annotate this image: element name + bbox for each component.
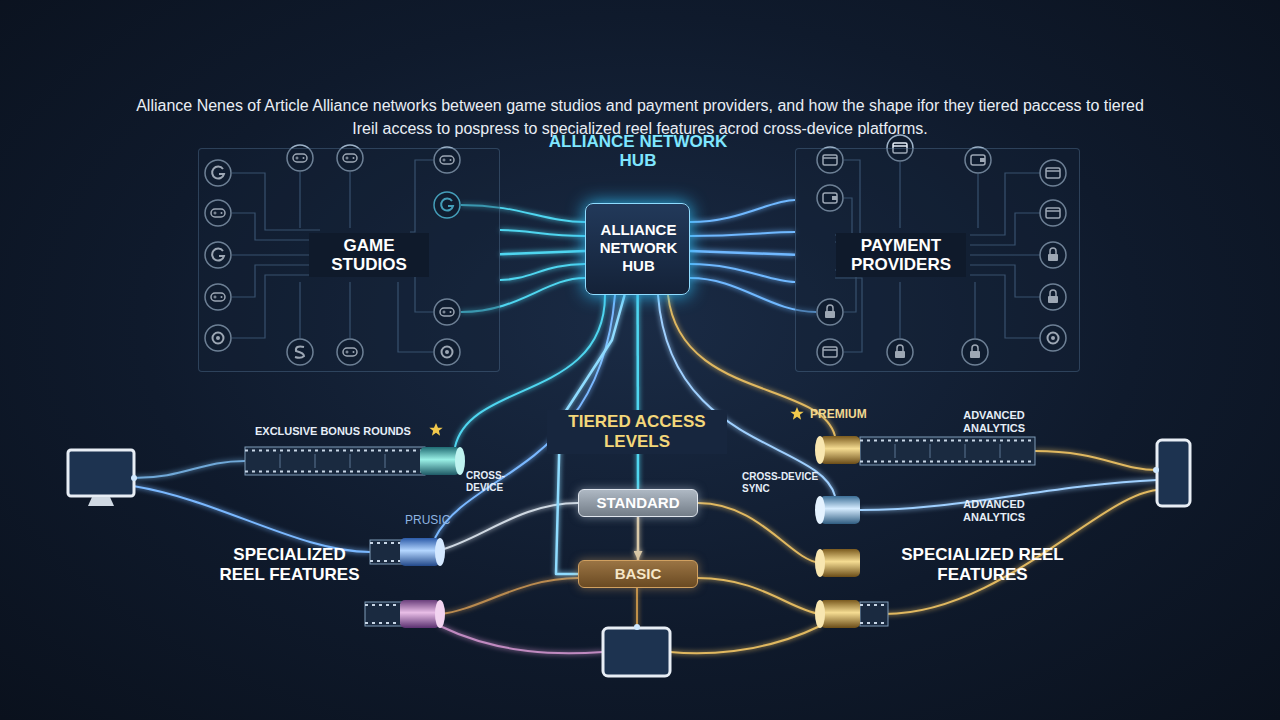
section-heading: SPECIALIZED REEL FEATURES [212, 545, 367, 585]
hub-text: ALLIANCE NETWORK HUB [596, 221, 681, 275]
film-strip [370, 540, 402, 564]
reel-cylinder [820, 600, 860, 628]
glow-wire [885, 490, 1157, 614]
connector-line [690, 251, 795, 255]
monitor-device [68, 450, 134, 496]
film-holes [245, 450, 425, 452]
feature-label: ADVANCED ANALYTICS [952, 409, 1036, 435]
connector-line [500, 251, 585, 254]
film-holes [860, 461, 1035, 463]
tablet-device [603, 628, 670, 676]
glow-wire [500, 264, 585, 280]
glow-wire [670, 626, 820, 653]
feature-label: CROSS- DEVICE [466, 470, 516, 494]
film-strip [860, 437, 1035, 626]
film-frames [280, 454, 385, 468]
wire-dot [634, 624, 640, 630]
film-holes [370, 542, 402, 544]
film-strip [365, 602, 402, 626]
monitor-stand [88, 497, 114, 506]
tier-text: STANDARD [579, 490, 697, 516]
reel-cylinder-end [435, 538, 445, 566]
film-holes [365, 622, 402, 624]
glow-wire [690, 232, 795, 236]
film-strip [860, 437, 1035, 465]
glow-wire [1035, 451, 1157, 470]
film-holes [860, 604, 888, 606]
hub-chip: ALLIANCE NETWORK HUBALLIANCE NETWORK HUB [585, 203, 690, 295]
reel-cylinder [420, 447, 460, 475]
panel-title: GAME STUDIOS [309, 233, 429, 277]
glow-wire [133, 461, 245, 478]
tier-pill: BASIC [578, 560, 698, 588]
glow-wire [440, 578, 578, 614]
tier-label: PREMIUM [810, 407, 890, 421]
panel-title: PAYMENT PROVIDERS [836, 233, 966, 277]
glow-wire [698, 503, 820, 563]
film-strip [365, 540, 402, 626]
reel-cylinder [820, 496, 860, 524]
film-holes [365, 604, 402, 606]
reel-cylinder [400, 538, 440, 566]
glow-wire [500, 230, 585, 236]
wire-dot [131, 475, 137, 481]
film-holes [245, 471, 425, 473]
reel-cylinder [400, 600, 440, 628]
group-panel: GAME STUDIOS [198, 148, 500, 372]
glow-wire [636, 588, 638, 628]
reel-cylinder-end [435, 600, 445, 628]
film-holes [370, 560, 402, 562]
feature-label: CROSS-DEVICE SYNC [742, 471, 822, 495]
reel-cylinder [820, 549, 860, 577]
feature-label: EXCLUSIVE BONUS ROUNDS [255, 425, 430, 438]
glow-wire [440, 626, 603, 653]
wire-dot [1153, 467, 1159, 473]
star-icon [790, 407, 803, 420]
star-icon [429, 423, 442, 436]
connector-line [636, 295, 639, 489]
reel-cylinder-end [455, 447, 465, 475]
film-holes [860, 440, 1035, 442]
glow-wire [698, 578, 820, 614]
section-heading: TIERED ACCESS LEVELS [547, 410, 727, 454]
reel-cylinder-end [815, 549, 825, 577]
film-strip [860, 602, 888, 626]
reel-cylinder-end [815, 600, 825, 628]
film-frames [895, 444, 1000, 458]
film-holes [860, 622, 888, 624]
tier-text: BASIC [579, 561, 697, 587]
feature-label: ADVANCED ANALYTICS [952, 498, 1036, 524]
film-strip [245, 447, 425, 475]
tier-pill: STANDARD [578, 489, 698, 517]
film-strip [245, 447, 425, 475]
hub-heading: ALLIANCE NETWORK HUB [528, 132, 748, 170]
reel-cylinder-end [815, 436, 825, 464]
group-panel: PAYMENT PROVIDERS [795, 148, 1080, 372]
reel-cylinder [820, 436, 860, 464]
reel-cylinder-end [815, 496, 825, 524]
glow-wire [133, 486, 370, 552]
feature-label: PRUSIC [405, 513, 475, 527]
phone-device [1157, 440, 1190, 506]
section-heading: SPECIALIZED REEL FEATURES [900, 545, 1065, 585]
connector-line [637, 517, 640, 560]
glow-wire [690, 200, 795, 222]
